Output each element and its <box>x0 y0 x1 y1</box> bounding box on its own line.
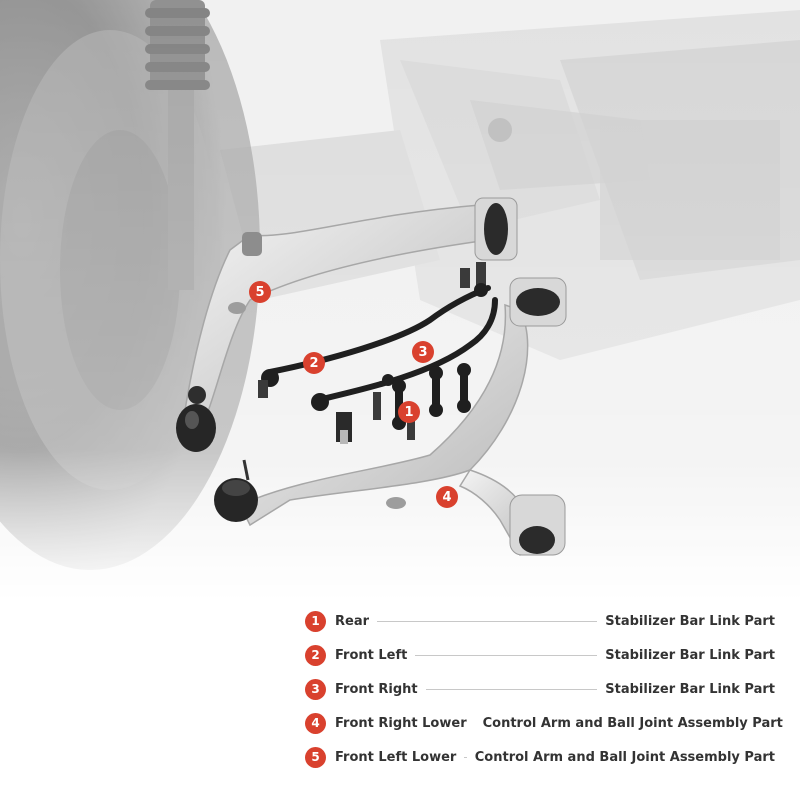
legend-position: Front Left <box>335 647 408 663</box>
callout-badge-4: 4 <box>436 486 458 508</box>
callout-badge-5: 5 <box>249 281 271 303</box>
legend-row-2: 2 Front Left Stabilizer Bar Link Part <box>305 638 775 672</box>
legend-part: Control Arm and Ball Joint Assembly Part <box>482 715 783 731</box>
legend-row-5: 5 Front Left Lower Control Arm and Ball … <box>305 740 775 774</box>
parts-legend: 1 Rear Stabilizer Bar Link Part 2 Front … <box>305 604 783 774</box>
callout-badge-2: 2 <box>303 352 325 374</box>
legend-number-badge: 3 <box>305 678 326 700</box>
legend-position: Front Left Lower <box>335 749 457 765</box>
legend-row-3: 3 Front Right Stabilizer Bar Link Part <box>305 672 775 706</box>
legend-rule <box>415 654 598 656</box>
legend-row-1: 1 Rear Stabilizer Bar Link Part <box>305 604 775 638</box>
callout-badge-1: 1 <box>398 401 420 423</box>
legend-rule <box>464 756 467 758</box>
legend-part: Stabilizer Bar Link Part <box>605 681 775 697</box>
legend-number-badge: 5 <box>305 746 326 768</box>
legend-position: Front Right Lower <box>335 715 467 731</box>
legend-rule <box>377 620 598 622</box>
legend-row-4: 4 Front Right Lower Control Arm and Ball… <box>305 706 783 740</box>
legend-part: Stabilizer Bar Link Part <box>605 647 775 663</box>
legend-part: Stabilizer Bar Link Part <box>605 613 775 629</box>
callout-badge-3: 3 <box>412 341 434 363</box>
legend-rule <box>425 688 598 690</box>
legend-number-badge: 2 <box>305 644 326 666</box>
legend-number-badge: 4 <box>305 712 326 734</box>
product-photo <box>0 0 800 600</box>
legend-part: Control Arm and Ball Joint Assembly Part <box>474 749 775 765</box>
legend-position: Rear <box>335 613 370 629</box>
legend-position: Front Right <box>335 681 418 697</box>
legend-number-badge: 1 <box>305 610 326 632</box>
